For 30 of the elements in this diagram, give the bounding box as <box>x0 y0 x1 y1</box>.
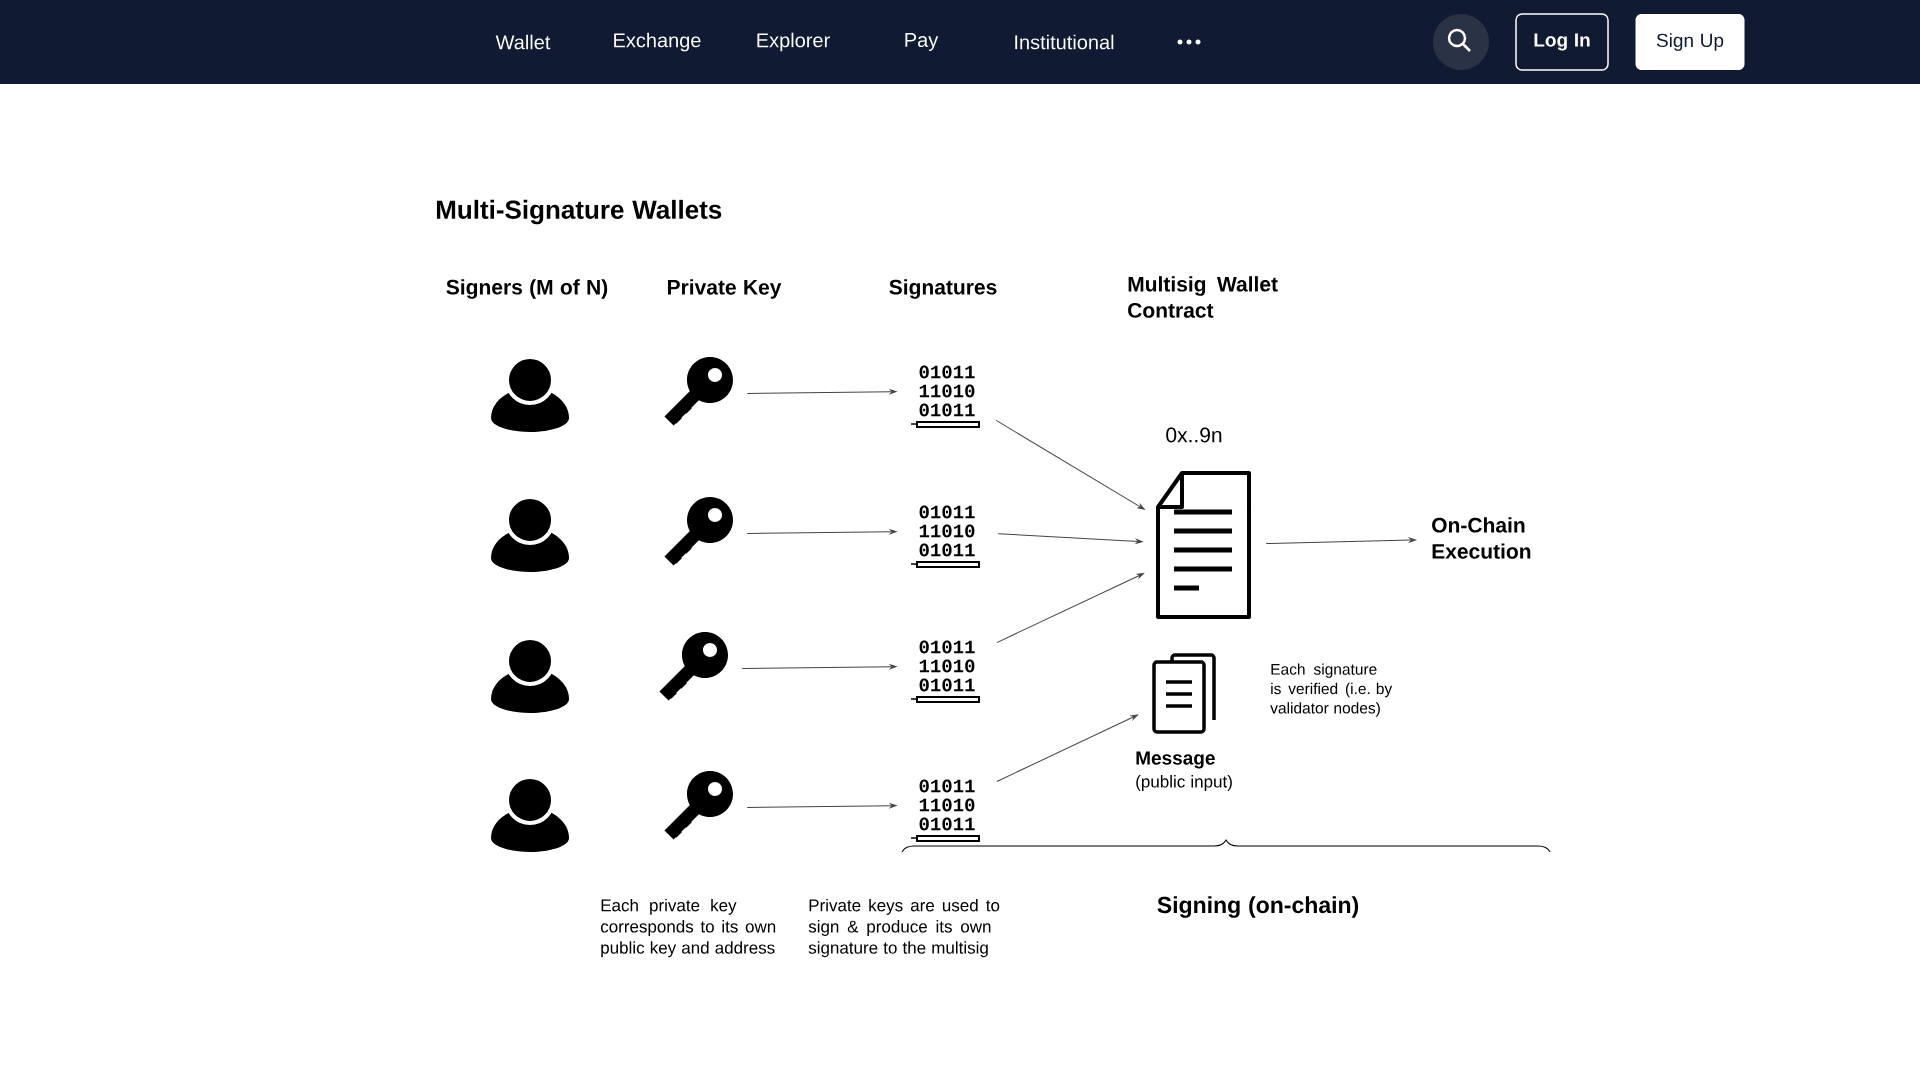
arrow <box>995 419 1145 510</box>
signup-button: Sign Up <box>1635 14 1745 70</box>
nav-link: Institutional <box>1015 34 1114 50</box>
arrow <box>996 714 1139 782</box>
key-icon <box>664 771 733 840</box>
nav-link: Exchange <box>614 32 701 52</box>
note-text: Private keys are used to sign & produce its own signature to the multisig <box>808 898 1000 958</box>
arrow <box>997 533 1143 544</box>
arrow <box>746 803 897 809</box>
title: Multi-Signature Wallets <box>436 199 722 225</box>
nav-link: Explorer <box>757 32 830 52</box>
column-heading: Multisig Wallet Contract <box>1128 276 1278 318</box>
nav-link: Wallet <box>495 34 551 50</box>
note-text: Each private key corresponds to its own public key and address <box>600 898 776 958</box>
arrow <box>746 529 897 535</box>
column-heading: Signatures <box>889 279 997 299</box>
arrow <box>1265 537 1416 544</box>
arrow <box>741 664 897 670</box>
arrow <box>996 573 1145 644</box>
column-heading: Signing (on-chain) <box>1157 896 1359 918</box>
key-icon <box>664 497 733 566</box>
column-heading: Signers (M of N) <box>446 279 608 299</box>
column-heading: Private Key <box>668 279 782 299</box>
arrow <box>746 389 897 395</box>
nav-link: Pay <box>905 33 939 51</box>
note-text: Each signature is verified (i.e. by validator nodes) <box>1270 663 1393 717</box>
key-icon <box>664 357 733 426</box>
outcome-label: On-Chain Execution <box>1432 517 1531 559</box>
login-button: Log In <box>1515 13 1609 71</box>
key-icon <box>659 632 728 701</box>
